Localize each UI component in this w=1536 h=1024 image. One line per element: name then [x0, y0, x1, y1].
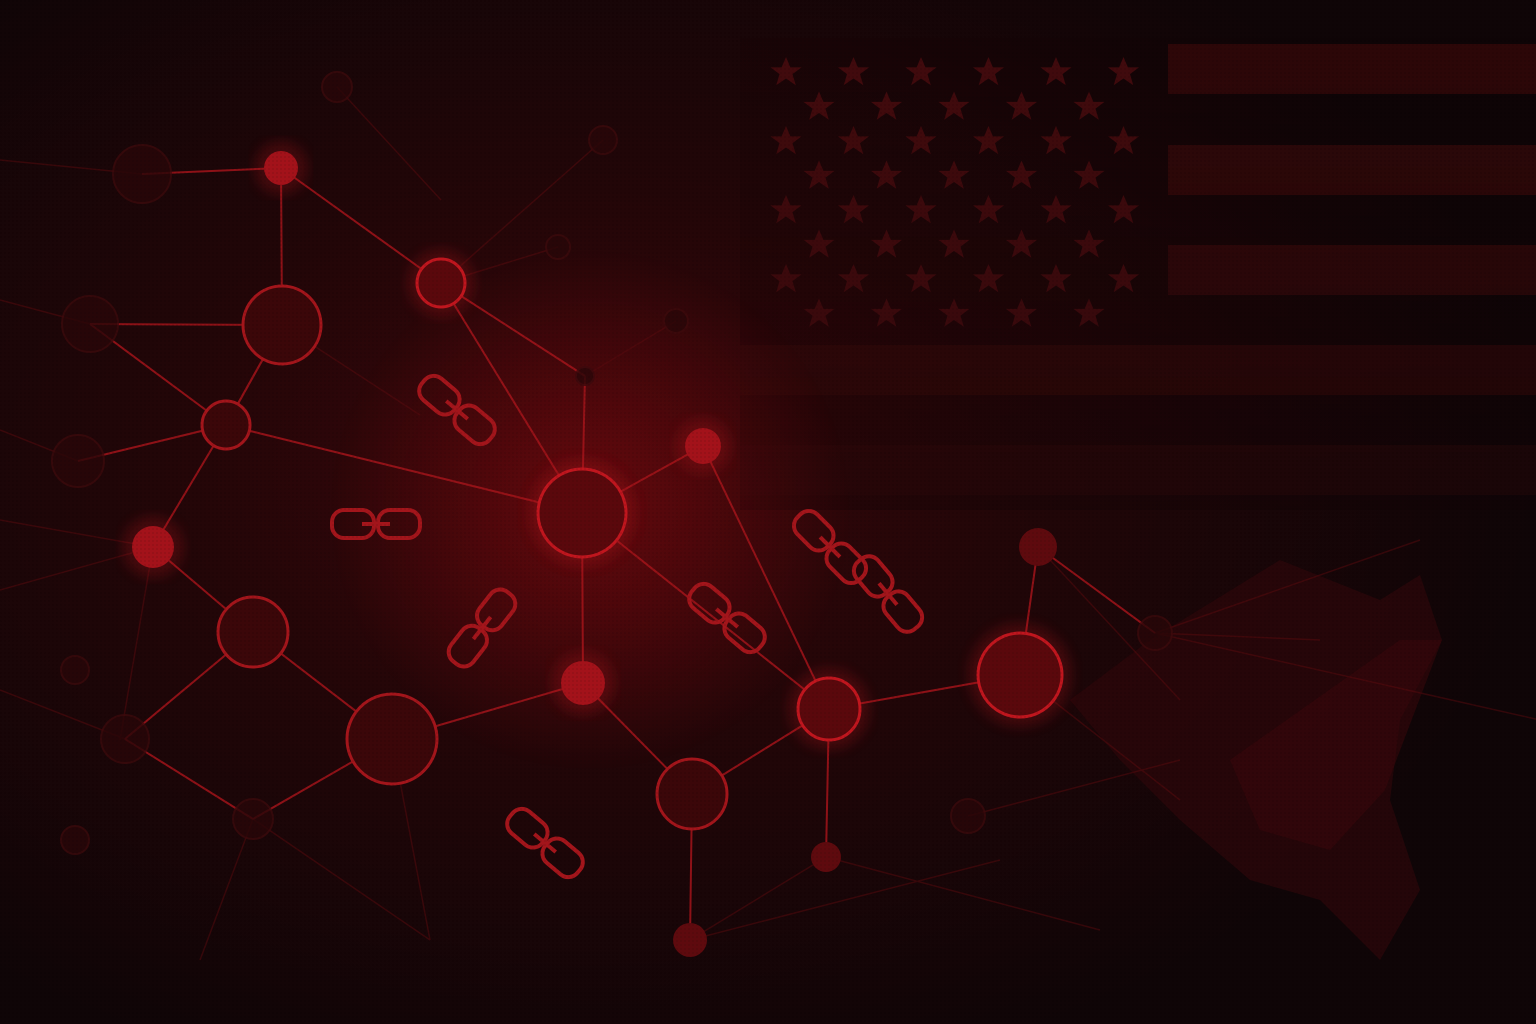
hero-background: [0, 0, 1536, 1024]
network-illustration: [0, 0, 1536, 1024]
